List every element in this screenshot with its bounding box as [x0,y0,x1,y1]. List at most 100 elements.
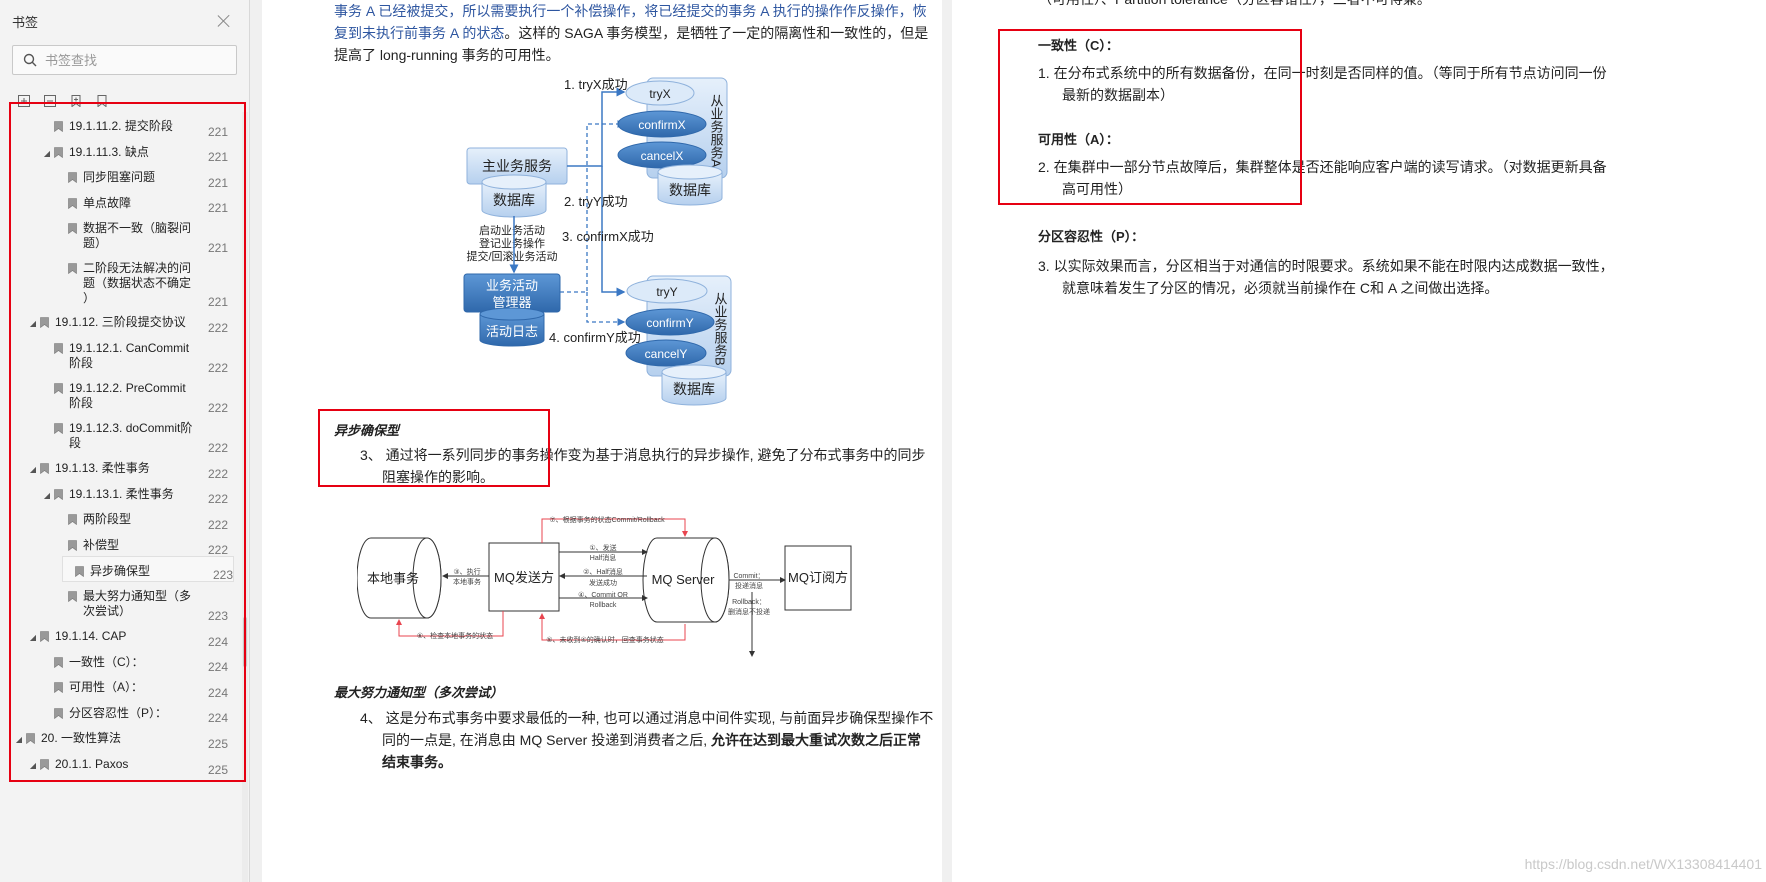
sidebar-header: 书签 [0,0,249,42]
confirmx-label: confirmX [638,118,685,132]
bookmark-label: 单点故障 [83,195,132,210]
bookmark-icon [68,539,77,551]
bookmark-page-number: 225 [207,736,228,751]
step-3-label: 3. confirmX成功 [562,229,654,244]
bookmark-icon [68,591,77,602]
async-body-1: 3、 通过将一系列同步的事务操作变为基于消息执行的异步操作, 避免了分布式事务中… [360,447,926,463]
mq-commit-a: Commit： [733,573,764,580]
intro-line-2: 复到未执行前事务 A 的状态。这样的 SAGA 事务模型，是牺牲了一定的隔离性和… [334,22,928,44]
bookmark-item[interactable]: 一致性（C）：224 [0,648,242,674]
consistency-heading: 一致性（C）： [1038,38,1119,53]
close-icon[interactable] [215,12,233,30]
bookmark-label: 19.1.13. 柔性事务 [55,460,150,475]
expand-caret-icon[interactable]: ◢ [43,490,51,500]
mq-step-1b: Half消息 [590,553,616,562]
slave-b-label: 从业务服务B [713,292,728,366]
cancelx-label: cancelX [641,149,684,163]
expand-caret-icon[interactable]: ◢ [15,735,23,745]
async-body-2: 阻塞操作的影响。 [382,469,494,485]
log-label: 活动日志 [486,324,538,339]
saga-diagram: 主业务服务 数据库 启动业务活动 登记业务操作 提交/回滚业务活动 业务活动 管… [463,77,732,406]
add-bookmark-icon[interactable] [70,95,82,107]
bookmark-search-box[interactable] [12,45,237,75]
db-a-label: 数据库 [669,182,711,198]
slave-a-label: 从业务服务A [709,94,724,168]
expand-caret-icon[interactable]: ◢ [43,148,51,158]
mq-subscriber-box [784,545,852,611]
bookmark-page-number: 222 [207,517,228,532]
bookmark-label: 补偿型 [83,537,120,552]
expand-caret-icon[interactable]: ◢ [29,760,37,770]
bookmark-page-number: 221 [207,175,228,190]
step-2-label: 2. tryY成功 [564,194,628,209]
bookmark-icon [40,759,49,770]
bookmark-label: 19.1.12. 三阶段提交协议 [55,315,186,330]
bookmark-icon [54,121,63,132]
bookmark-icon [40,631,49,642]
highlight-box [998,29,1302,205]
mq-step-5: ⑤、未收到④的确认时，回查事务状态 [546,635,664,644]
bookmark-item[interactable]: 二阶段无法解决的问 题（数据状态不确定 ）221 [0,254,242,309]
bookmark-page-number: 221 [207,241,228,256]
bookmark-page-number: 222 [207,492,228,507]
search-icon [23,53,37,67]
mq-sender-label: MQ发送方 [494,570,554,585]
highlight-box [318,409,550,487]
manager-label-1: 业务活动 [486,278,538,293]
confirmx-node [617,110,707,138]
bookmark-search-input[interactable] [45,52,235,68]
bookmark-item[interactable]: 可用性（A）：224 [0,673,242,700]
bookmark-item[interactable]: 数据不一致（脑裂问 题）221 [0,214,242,256]
collapse-all-icon[interactable] [44,95,56,107]
bookmark-page-number: 222 [207,360,228,375]
expand-caret-icon[interactable]: ◢ [29,464,37,474]
partition-heading: 分区容忍性（P）： [1038,229,1145,244]
mq-step-7: ⑦、根据事务的状态Commit/Rollback [549,515,665,524]
confirmy-label: confirmY [646,316,693,330]
intro-line-1: 事务 A 已经被提交，所以需要执行一个补偿操作，将已经提交的事务 A 执行的操作… [334,3,927,19]
intro-line-3: 提高了 long-running 事务的可用性。 [334,47,560,63]
bookmark-item[interactable]: 最大努力通知型（多 次尝试）223 [0,582,242,623]
sidebar-toolbar [0,83,249,119]
bookmark-icon [54,707,63,719]
log-cylinder [479,314,545,347]
bookmark-page-number: 221 [207,124,228,139]
availability-heading: 可用性（A）： [1038,132,1119,147]
mq-step-4a: ④、Commit OR [578,591,628,599]
highlight-box [9,102,246,782]
bookmark-page-number: 223 [212,567,233,582]
mq-step-4b: Rollback [590,602,617,609]
mq-rollback-a: Rollback： [732,599,766,606]
bookmark-page-number: 224 [207,634,228,649]
tryx-label: tryX [649,87,670,101]
intro-line-2b: 。这样的 SAGA 事务模型，是牺牲了一定的隔离性和一致性的，但是 [504,25,929,41]
tryy-node [626,278,708,304]
bookmark-icon [54,343,63,354]
expand-caret-icon[interactable]: ◢ [29,319,37,329]
bookmark-icon [54,146,63,158]
mq-transaction-diagram: 本地事务 MQ发送方 MQ Server MQ订阅方 ①、发送 Half消息 ②… [357,515,852,657]
bookmark-icon [54,656,63,668]
bookmark-item[interactable]: 分区容忍性（P）：224 [0,699,242,725]
consistency-line-1: 1. 在分布式系统中的所有数据备份，在同一时刻是否同样的值。（等同于所有节点访问… [1038,65,1607,81]
activity-note-2: 登记业务操作 [479,236,545,250]
bookmark-icon[interactable] [96,95,108,107]
expand-caret-icon[interactable]: ◢ [29,632,37,642]
